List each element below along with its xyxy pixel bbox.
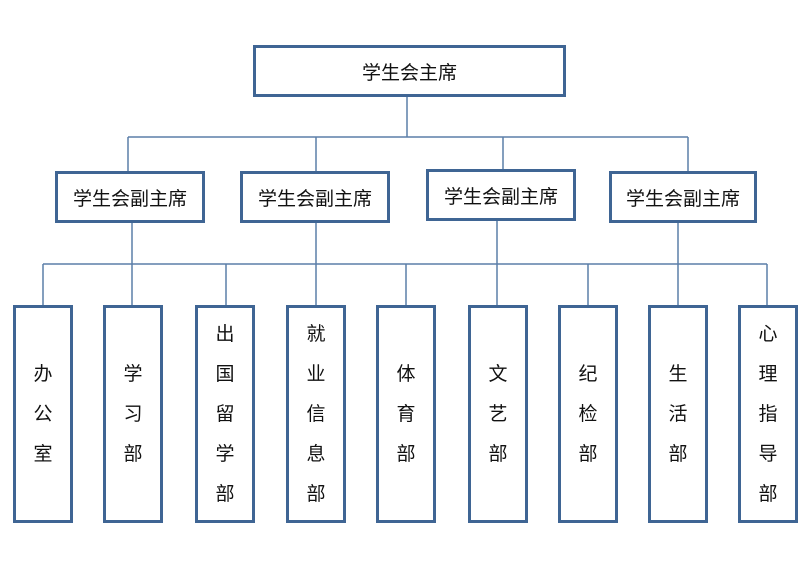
department-char: 习 [123,403,143,425]
vice-president-label: 学生会副主席 [625,187,740,210]
vice-president-box-3: 学生会副主席 [426,169,576,221]
department-char: 出 [215,323,235,345]
department-char: 指 [758,403,778,425]
president-box: 学生会主席 [253,45,566,97]
department-box-study: 学 习 部 [103,305,163,523]
department-box-discipline: 纪 检 部 [558,305,618,523]
department-char: 国 [215,363,235,385]
department-char: 文 [488,363,508,385]
vice-president-box-4: 学生会副主席 [609,171,757,223]
president-label: 学生会主席 [361,61,457,84]
vice-president-label: 学生会副主席 [72,187,187,210]
department-char: 留 [215,403,235,425]
department-box-sports: 体 育 部 [376,305,436,523]
department-char: 纪 [578,363,598,385]
department-char: 办 [33,363,53,385]
department-char: 学 [215,443,235,465]
department-box-life: 生 活 部 [648,305,708,523]
vice-president-box-1: 学生会副主席 [55,171,205,223]
department-char: 就 [306,323,326,345]
department-char: 信 [306,403,326,425]
department-char: 心 [758,323,778,345]
department-box-psychology: 心 理 指 导 部 [738,305,798,523]
department-char: 室 [33,443,53,465]
department-box-arts: 文 艺 部 [468,305,528,523]
department-char: 部 [123,443,143,465]
department-box-study-abroad: 出 国 留 学 部 [195,305,255,523]
vice-president-label: 学生会副主席 [257,187,372,210]
department-char: 部 [758,483,778,505]
department-char: 部 [668,443,688,465]
department-char: 检 [578,403,598,425]
department-box-office: 办 公 室 [13,305,73,523]
department-char: 体 [396,363,416,385]
department-char: 公 [33,403,53,425]
department-char: 生 [668,363,688,385]
department-char: 导 [758,443,778,465]
department-char: 息 [306,443,326,465]
department-char: 部 [578,443,598,465]
department-char: 部 [306,483,326,505]
department-char: 业 [306,363,326,385]
vice-president-box-2: 学生会副主席 [240,171,390,223]
department-char: 部 [396,443,416,465]
vice-president-label: 学生会副主席 [443,185,558,208]
department-box-employment: 就 业 信 息 部 [286,305,346,523]
department-char: 育 [396,403,416,425]
department-char: 部 [215,483,235,505]
department-char: 理 [758,363,778,385]
department-char: 艺 [488,403,508,425]
department-char: 活 [668,403,688,425]
department-char: 部 [488,443,508,465]
department-char: 学 [123,363,143,385]
